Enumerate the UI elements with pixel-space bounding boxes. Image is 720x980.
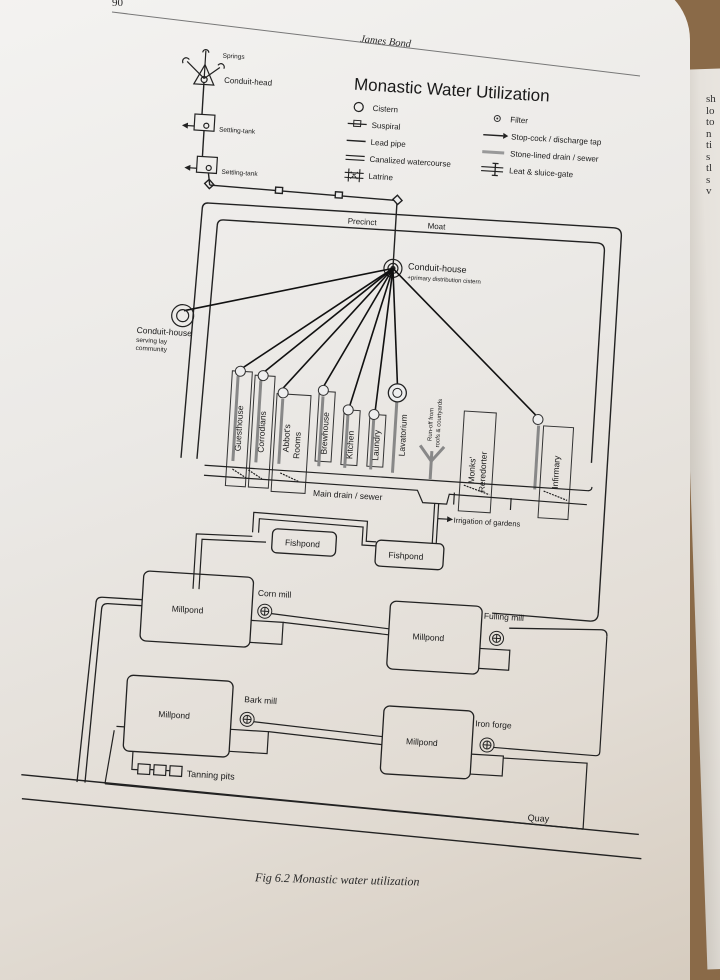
lead-pipe-icon xyxy=(347,140,366,141)
latrine-icon xyxy=(344,168,364,182)
settling-tank-2 xyxy=(185,156,217,174)
runoff-label-2: roofs & courtyards xyxy=(435,399,444,448)
iron-forge-wheel-icon xyxy=(480,738,495,753)
millpond-4-label: Millpond xyxy=(406,736,438,748)
legend-left: Cistern Suspiral Lead pipe Canalized wat… xyxy=(344,102,455,188)
springs-icon xyxy=(181,48,225,85)
legend-filter: Filter xyxy=(510,115,529,125)
conduit-head-label: Conduit-head xyxy=(224,76,273,88)
diagram-title: Monastic Water Utilization xyxy=(354,75,551,106)
filter-icon xyxy=(494,115,500,121)
moat-label: Moat xyxy=(427,221,446,231)
precinct-label: Precinct xyxy=(347,217,377,228)
conduit-house-sublabel: +primary distribution cistern xyxy=(407,275,481,285)
quay-label: Quay xyxy=(527,813,550,824)
cistern-icon xyxy=(354,102,364,112)
distribution-pipes xyxy=(179,256,547,421)
fishpond-2-label: Fishpond xyxy=(388,550,424,562)
runoff-label-1: Run-off from xyxy=(427,408,435,442)
mill-race-1 xyxy=(250,612,390,650)
runoff-gutter xyxy=(418,445,444,479)
outer-watercourse xyxy=(77,582,608,813)
legend-stone-drain: Stone-lined drain / sewer xyxy=(510,149,599,163)
lead-pipe xyxy=(202,131,204,157)
abbots-rooms-building xyxy=(271,388,311,494)
millpond-2-label: Millpond xyxy=(412,631,444,643)
stone-drain-icon xyxy=(482,152,504,153)
lavatorium-label: Lavatorium xyxy=(396,414,409,457)
diagram: Monastic Water Utilization Cistern Suspi… xyxy=(19,41,690,859)
conduit-house-label: Conduit-house xyxy=(408,261,467,275)
legend-cistern: Cistern xyxy=(372,104,398,115)
bark-mill-wheel-icon xyxy=(240,712,255,727)
legend-stop-cock: Stop-cock / discharge tap xyxy=(511,132,602,147)
lead-pipe xyxy=(202,83,204,115)
river-banks xyxy=(19,775,645,859)
lay-conduit-house-icon xyxy=(171,304,194,327)
legend-leat-sluice: Leat & sluice-gate xyxy=(509,166,574,179)
guesthouse-label: Guesthouse xyxy=(232,405,245,452)
legend-lead-pipe: Lead pipe xyxy=(370,138,406,149)
leat-sluice-icon xyxy=(481,163,504,176)
main-drain-label: Main drain / sewer xyxy=(313,488,383,502)
diagram-canvas: 90 James Bond Monastic Water Utilization… xyxy=(0,0,720,960)
running-head: James Bond xyxy=(360,34,413,50)
legend-suspiral: Suspiral xyxy=(371,121,401,132)
laundry-label: Laundry xyxy=(370,429,382,461)
springs-label: Springs xyxy=(222,53,245,61)
main-drain xyxy=(201,463,592,553)
settling-tank-1 xyxy=(183,113,215,131)
legend-latrine: Latrine xyxy=(368,172,394,183)
fishpond-channels xyxy=(193,509,378,600)
mill-race-2 xyxy=(479,648,510,670)
abbots-label-2: Rooms xyxy=(291,432,303,459)
suspiral-icon xyxy=(348,120,367,127)
millpond-3-label: Millpond xyxy=(158,709,190,721)
reredorter-label-2: Reredorter xyxy=(476,451,488,492)
infirmary-label: Infirmary xyxy=(550,455,562,489)
corn-mill-label: Corn mill xyxy=(258,588,292,600)
fishpond-1-label: Fishpond xyxy=(285,537,321,549)
lay-conduit-house-label: Conduit-house xyxy=(136,325,192,338)
brewhouse-label: Brewhouse xyxy=(318,411,331,454)
kitchen-label: Kitchen xyxy=(344,430,356,459)
settling-tank-2-label: Settling-tank xyxy=(221,169,258,178)
canalized-watercourse-icon xyxy=(346,155,365,160)
figure-caption: Fig 6.2 Monastic water utilization xyxy=(254,870,420,888)
stop-cock-icon xyxy=(483,132,508,140)
reredorter-label-1: Monks' xyxy=(466,456,478,484)
bark-mill-label: Bark mill xyxy=(244,694,277,706)
lay-conduit-house-sub2: community xyxy=(135,345,168,354)
tanning-pits xyxy=(132,751,183,776)
irrigation-label: Irrigation of gardens xyxy=(453,516,520,529)
settling-tank-1-label: Settling-tank xyxy=(219,127,256,136)
fulling-mill-label: Fulling mill xyxy=(484,611,525,623)
corrodians-label: Corrodians xyxy=(255,411,268,453)
legend-canalized: Canalized watercourse xyxy=(369,155,451,169)
tanning-pits-label: Tanning pits xyxy=(186,769,235,782)
corn-mill-wheel-icon xyxy=(257,604,272,619)
millpond-1-label: Millpond xyxy=(171,604,203,616)
legend-right: Filter Stop-cock / discharge tap Stone-l… xyxy=(481,114,603,182)
abbots-label-1: Abbot's xyxy=(281,424,293,453)
fulling-mill-wheel-icon xyxy=(489,631,504,646)
page-number: 90 xyxy=(112,0,124,9)
iron-forge-label: Iron forge xyxy=(475,718,512,730)
